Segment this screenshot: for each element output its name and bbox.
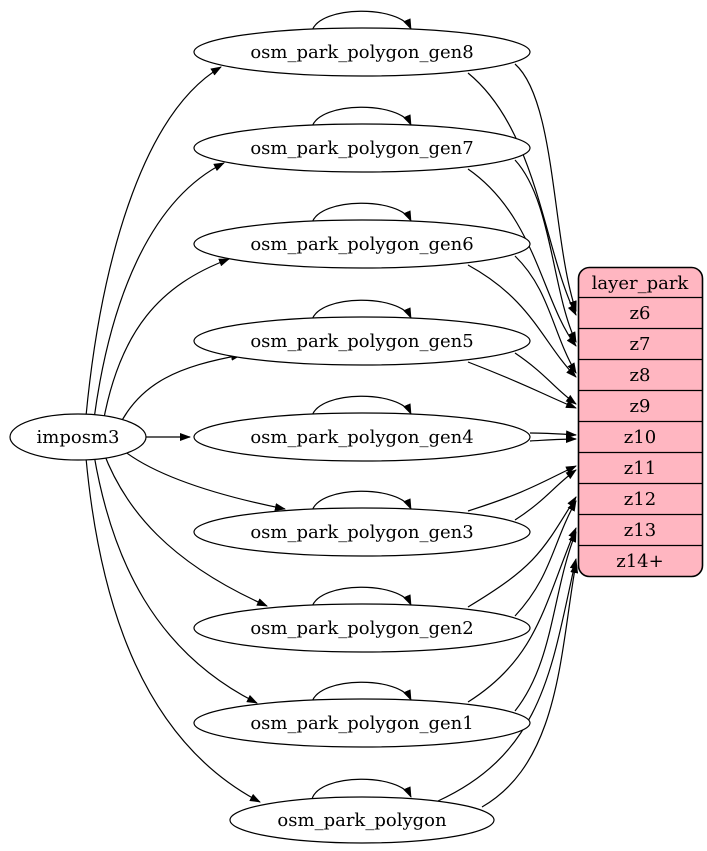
edge-imposm3-polygon xyxy=(85,457,261,803)
edge-gen1-z13-b xyxy=(467,527,577,703)
node-osm-park-polygon: osm_park_polygon xyxy=(229,796,495,844)
edge-imposm3-gen2 xyxy=(102,450,268,607)
gen5-ellipse xyxy=(193,316,531,366)
edge-polygon-z14-b xyxy=(437,558,578,802)
self-loop-gen6 xyxy=(311,202,412,224)
gen3-label: osm_park_polygon_gen3 xyxy=(250,522,473,543)
edge-gen1-z13-a xyxy=(514,531,577,712)
layer-row-z6: z6 xyxy=(630,303,651,324)
edge-gen3-z11-a xyxy=(514,469,577,521)
gen7-ellipse xyxy=(193,123,531,173)
edge-imposm3-gen6 xyxy=(102,258,230,424)
edge-gen6-z8-a xyxy=(514,255,577,374)
node-osm-park-polygon-gen5: osm_park_polygon_gen5 xyxy=(193,316,531,366)
node-osm-park-polygon-gen1: osm_park_polygon_gen1 xyxy=(193,698,531,748)
gen8-label: osm_park_polygon_gen8 xyxy=(250,42,473,63)
layer-row-z8: z8 xyxy=(630,365,651,386)
layer-row-z11: z11 xyxy=(624,458,656,479)
imposm3-label: imposm3 xyxy=(37,427,120,448)
edge-gen4-z10-b xyxy=(529,435,577,444)
layer-park-table: layer_park z6 z7 z8 z9 z10 z11 z12 z13 z… xyxy=(577,266,704,578)
layer-row-z13: z13 xyxy=(624,520,656,541)
layer-row-z14: z14+ xyxy=(616,551,663,572)
layer-row-z9: z9 xyxy=(630,396,651,417)
edge-gen5-z9-b xyxy=(467,361,577,409)
gen8-ellipse xyxy=(193,27,531,77)
edge-gen4-z10-a xyxy=(529,430,577,439)
gen2-ellipse xyxy=(193,603,531,653)
layer-row-z7: z7 xyxy=(630,334,651,355)
self-loop-gen5 xyxy=(311,299,412,321)
gen6-label: osm_park_polygon_gen6 xyxy=(250,234,473,255)
node-osm-park-polygon-gen4: osm_park_polygon_gen4 xyxy=(193,412,531,462)
node-osm-park-polygon-gen6: osm_park_polygon_gen6 xyxy=(193,219,531,269)
self-loop-gen7 xyxy=(311,106,412,128)
gen3-ellipse xyxy=(193,507,531,557)
edge-imposm3-gen3 xyxy=(117,445,286,511)
node-osm-park-polygon-gen2: osm_park_polygon_gen2 xyxy=(193,603,531,653)
node-osm-park-polygon-gen3: osm_park_polygon_gen3 xyxy=(193,507,531,557)
edge-gen8-z6-a xyxy=(514,63,577,312)
self-loop-gen1 xyxy=(311,681,412,703)
edges-from-imposm3 xyxy=(85,66,286,803)
edge-gen8-z6-b xyxy=(467,72,577,316)
gen4-ellipse xyxy=(193,412,531,462)
gen5-label: osm_park_polygon_gen5 xyxy=(250,331,473,352)
self-loop-gen4 xyxy=(311,395,412,417)
edge-gen6-z8-b xyxy=(467,264,577,378)
polygon-label: osm_park_polygon xyxy=(277,810,447,831)
edge-imposm3-gen1 xyxy=(93,454,258,704)
gen2-label: osm_park_polygon_gen2 xyxy=(250,618,473,639)
node-imposm3: imposm3 xyxy=(9,413,147,461)
edge-gen7-z7-a xyxy=(514,159,577,343)
edge-gen7-z7-b xyxy=(467,168,577,347)
gen6-ellipse xyxy=(193,219,531,269)
gen1-ellipse xyxy=(193,698,531,748)
gen1-label: osm_park_polygon_gen1 xyxy=(250,713,473,734)
self-loop-gen2 xyxy=(311,586,412,608)
edge-gen2-z12-a xyxy=(514,500,577,617)
layer-row-z10: z10 xyxy=(624,427,656,448)
imposm3-ellipse xyxy=(9,413,147,461)
edge-imposm3-gen5 xyxy=(117,352,242,429)
self-loop-polygon xyxy=(311,778,412,800)
edge-imposm3-gen7 xyxy=(93,162,225,420)
gen7-label: osm_park_polygon_gen7 xyxy=(250,138,473,159)
edge-imposm3-gen8 xyxy=(85,66,222,417)
node-osm-park-polygon-gen8: osm_park_polygon_gen8 xyxy=(193,27,531,77)
polygon-ellipse xyxy=(229,796,495,844)
edge-polygon-z14-a xyxy=(481,562,579,808)
edge-gen2-z12-b xyxy=(467,496,577,608)
self-loop-gen8 xyxy=(311,10,412,32)
edges-to-layer xyxy=(437,63,579,808)
node-osm-park-polygon-gen7: osm_park_polygon_gen7 xyxy=(193,123,531,173)
edge-gen3-z11-b xyxy=(467,465,577,512)
self-loop-gen3 xyxy=(311,490,412,512)
self-loop-edges xyxy=(311,10,412,800)
gen4-label: osm_park_polygon_gen4 xyxy=(250,427,473,448)
layer-row-z12: z12 xyxy=(624,489,656,510)
layer-park-title: layer_park xyxy=(592,273,690,294)
edge-gen5-z9-a xyxy=(514,352,577,405)
